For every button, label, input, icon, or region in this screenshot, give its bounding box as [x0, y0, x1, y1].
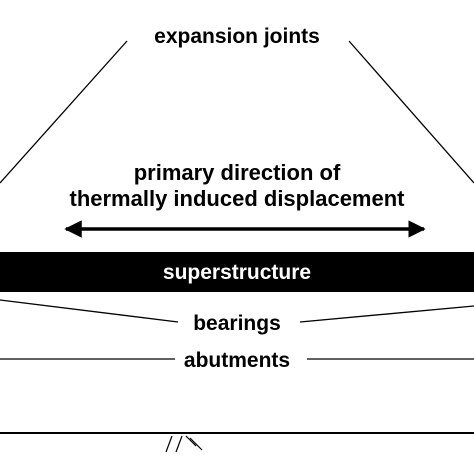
bearing-leader-right: [299, 305, 474, 323]
abutments-label: abutments: [183, 349, 291, 372]
bearing-leader-left: [0, 299, 179, 323]
superstructure-beam: superstructure: [0, 252, 474, 292]
bearings-label: bearings: [193, 312, 281, 335]
expansion-joint-leader-left: [0, 40, 128, 184]
expansion-joints-label: expansion joints: [154, 25, 320, 48]
direction-label-line1: primary direction of: [133, 160, 341, 185]
ground-hatch: [165, 435, 203, 453]
direction-label-line2: thermally induced displacement: [69, 186, 405, 211]
expansion-joint-leader-right: [348, 40, 474, 184]
superstructure-label: superstructure: [162, 261, 312, 284]
